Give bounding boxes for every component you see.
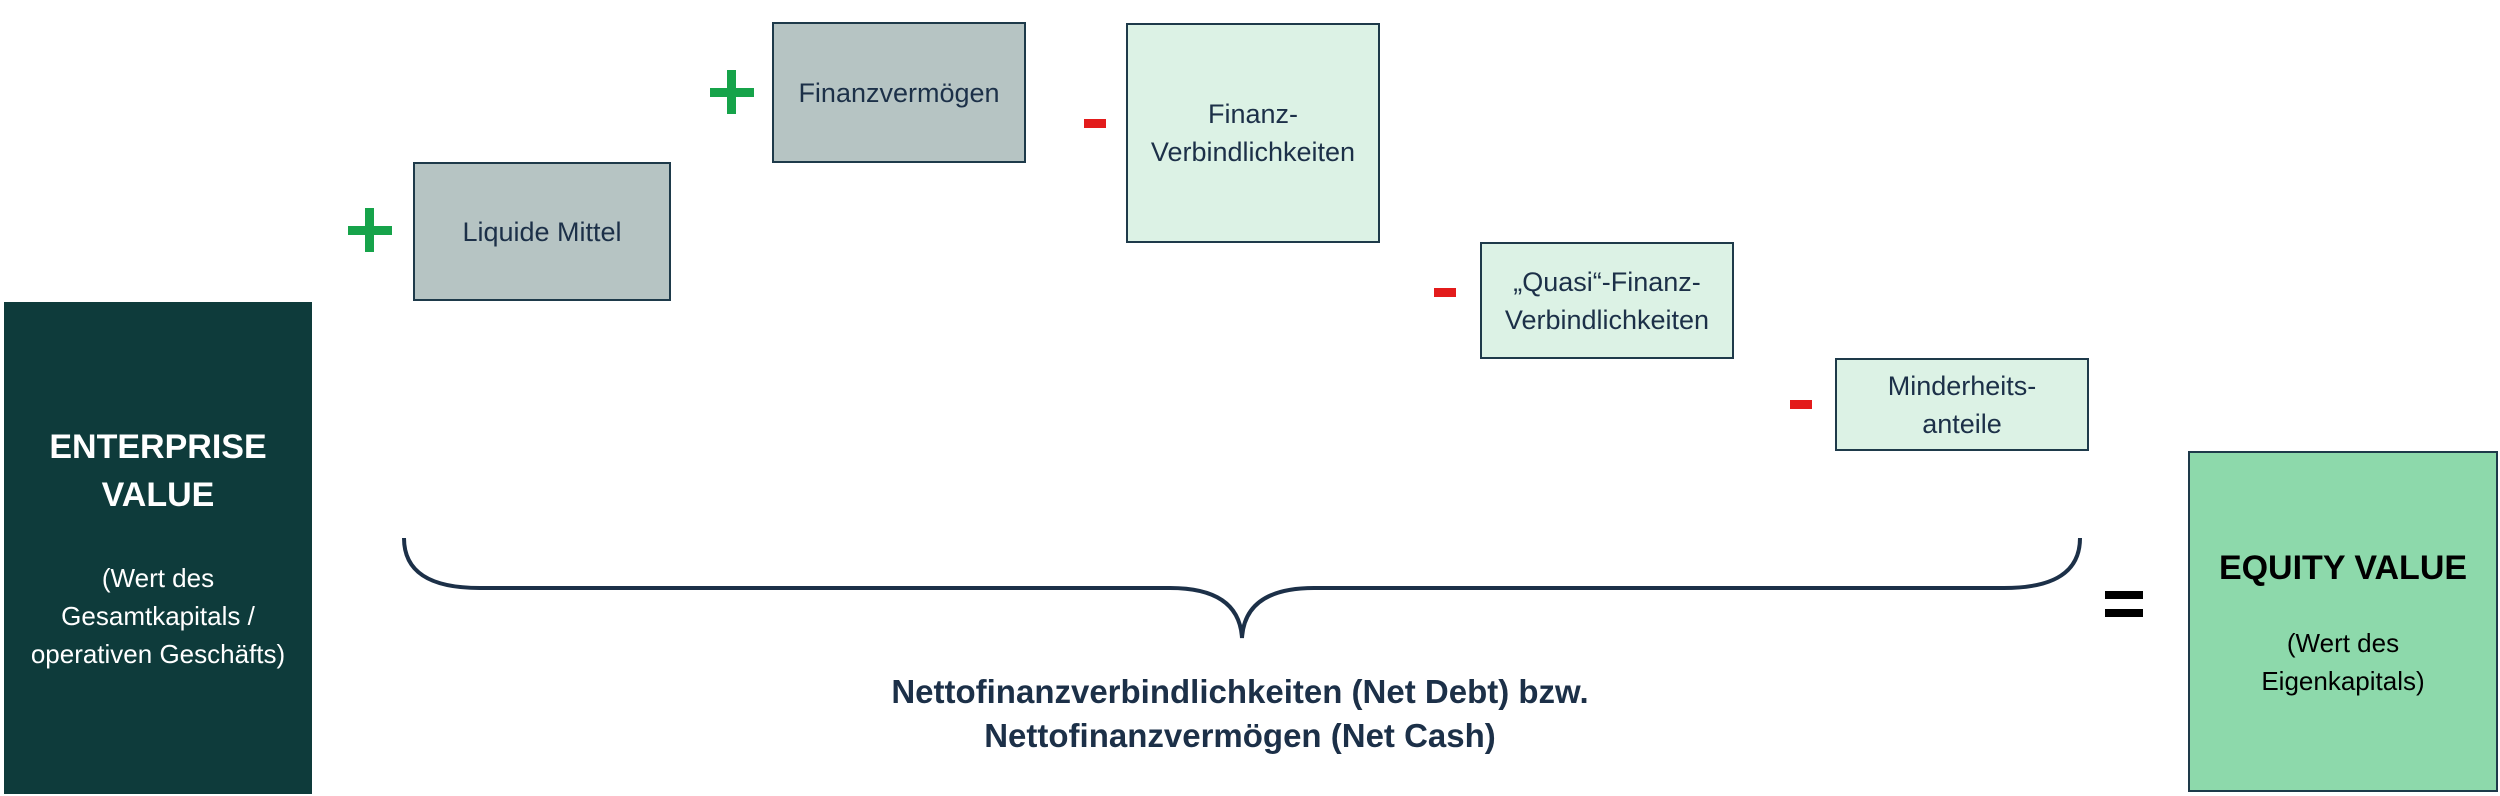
finanz-verbindlichkeiten-box: Finanz- Verbindlichkeiten — [1126, 23, 1380, 243]
enterprise-value-title: ENTERPRISE VALUE — [49, 428, 267, 514]
minus-sign-minderheitsanteile — [1790, 400, 1812, 409]
minus-sign-quasi-finanz-verbindlichkeiten — [1434, 288, 1456, 297]
minderheitsanteile-label: Minderheits- anteile — [1887, 370, 2037, 439]
finanzvermoegen-box: Finanzvermögen — [772, 22, 1026, 163]
equity-value-box: EQUITY VALUE (Wert des Eigenkapitals) — [2188, 451, 2498, 792]
enterprise-value-subtitle: (Wert des Gesamtkapitals / operativen Ge… — [30, 563, 286, 669]
quasi-finanz-verbindlichkeiten-label: „Quasi“-Finanz- Verbindlichkeiten — [1504, 266, 1710, 335]
quasi-finanz-verbindlichkeiten-box: „Quasi“-Finanz- Verbindlichkeiten — [1480, 242, 1734, 359]
finanz-verbindlichkeiten-label: Finanz- Verbindlichkeiten — [1150, 99, 1356, 167]
minus-sign-finanz-verbindlichkeiten — [1084, 119, 1106, 128]
net-debt-label-line2: Nettofinanzvermögen (Net Cash) — [984, 717, 1496, 754]
equity-value-title: EQUITY VALUE — [2218, 548, 2468, 587]
enterprise-value-box: ENTERPRISE VALUE (Wert des Gesamtkapital… — [4, 302, 312, 794]
net-debt-label-line1: Nettofinanzverbindlichkeiten (Net Debt) … — [891, 673, 1589, 710]
finanzvermoegen-label: Finanzvermögen — [798, 77, 1000, 108]
equity-value-subtitle: (Wert des Eigenkapitals) — [2261, 627, 2425, 696]
liquide-mittel-box: Liquide Mittel — [413, 162, 671, 301]
liquide-mittel-label: Liquide Mittel — [462, 216, 622, 247]
net-debt-label: Nettofinanzverbindlichkeiten (Net Debt) … — [640, 670, 1840, 758]
minderheitsanteile-box: Minderheits- anteile — [1835, 358, 2089, 451]
